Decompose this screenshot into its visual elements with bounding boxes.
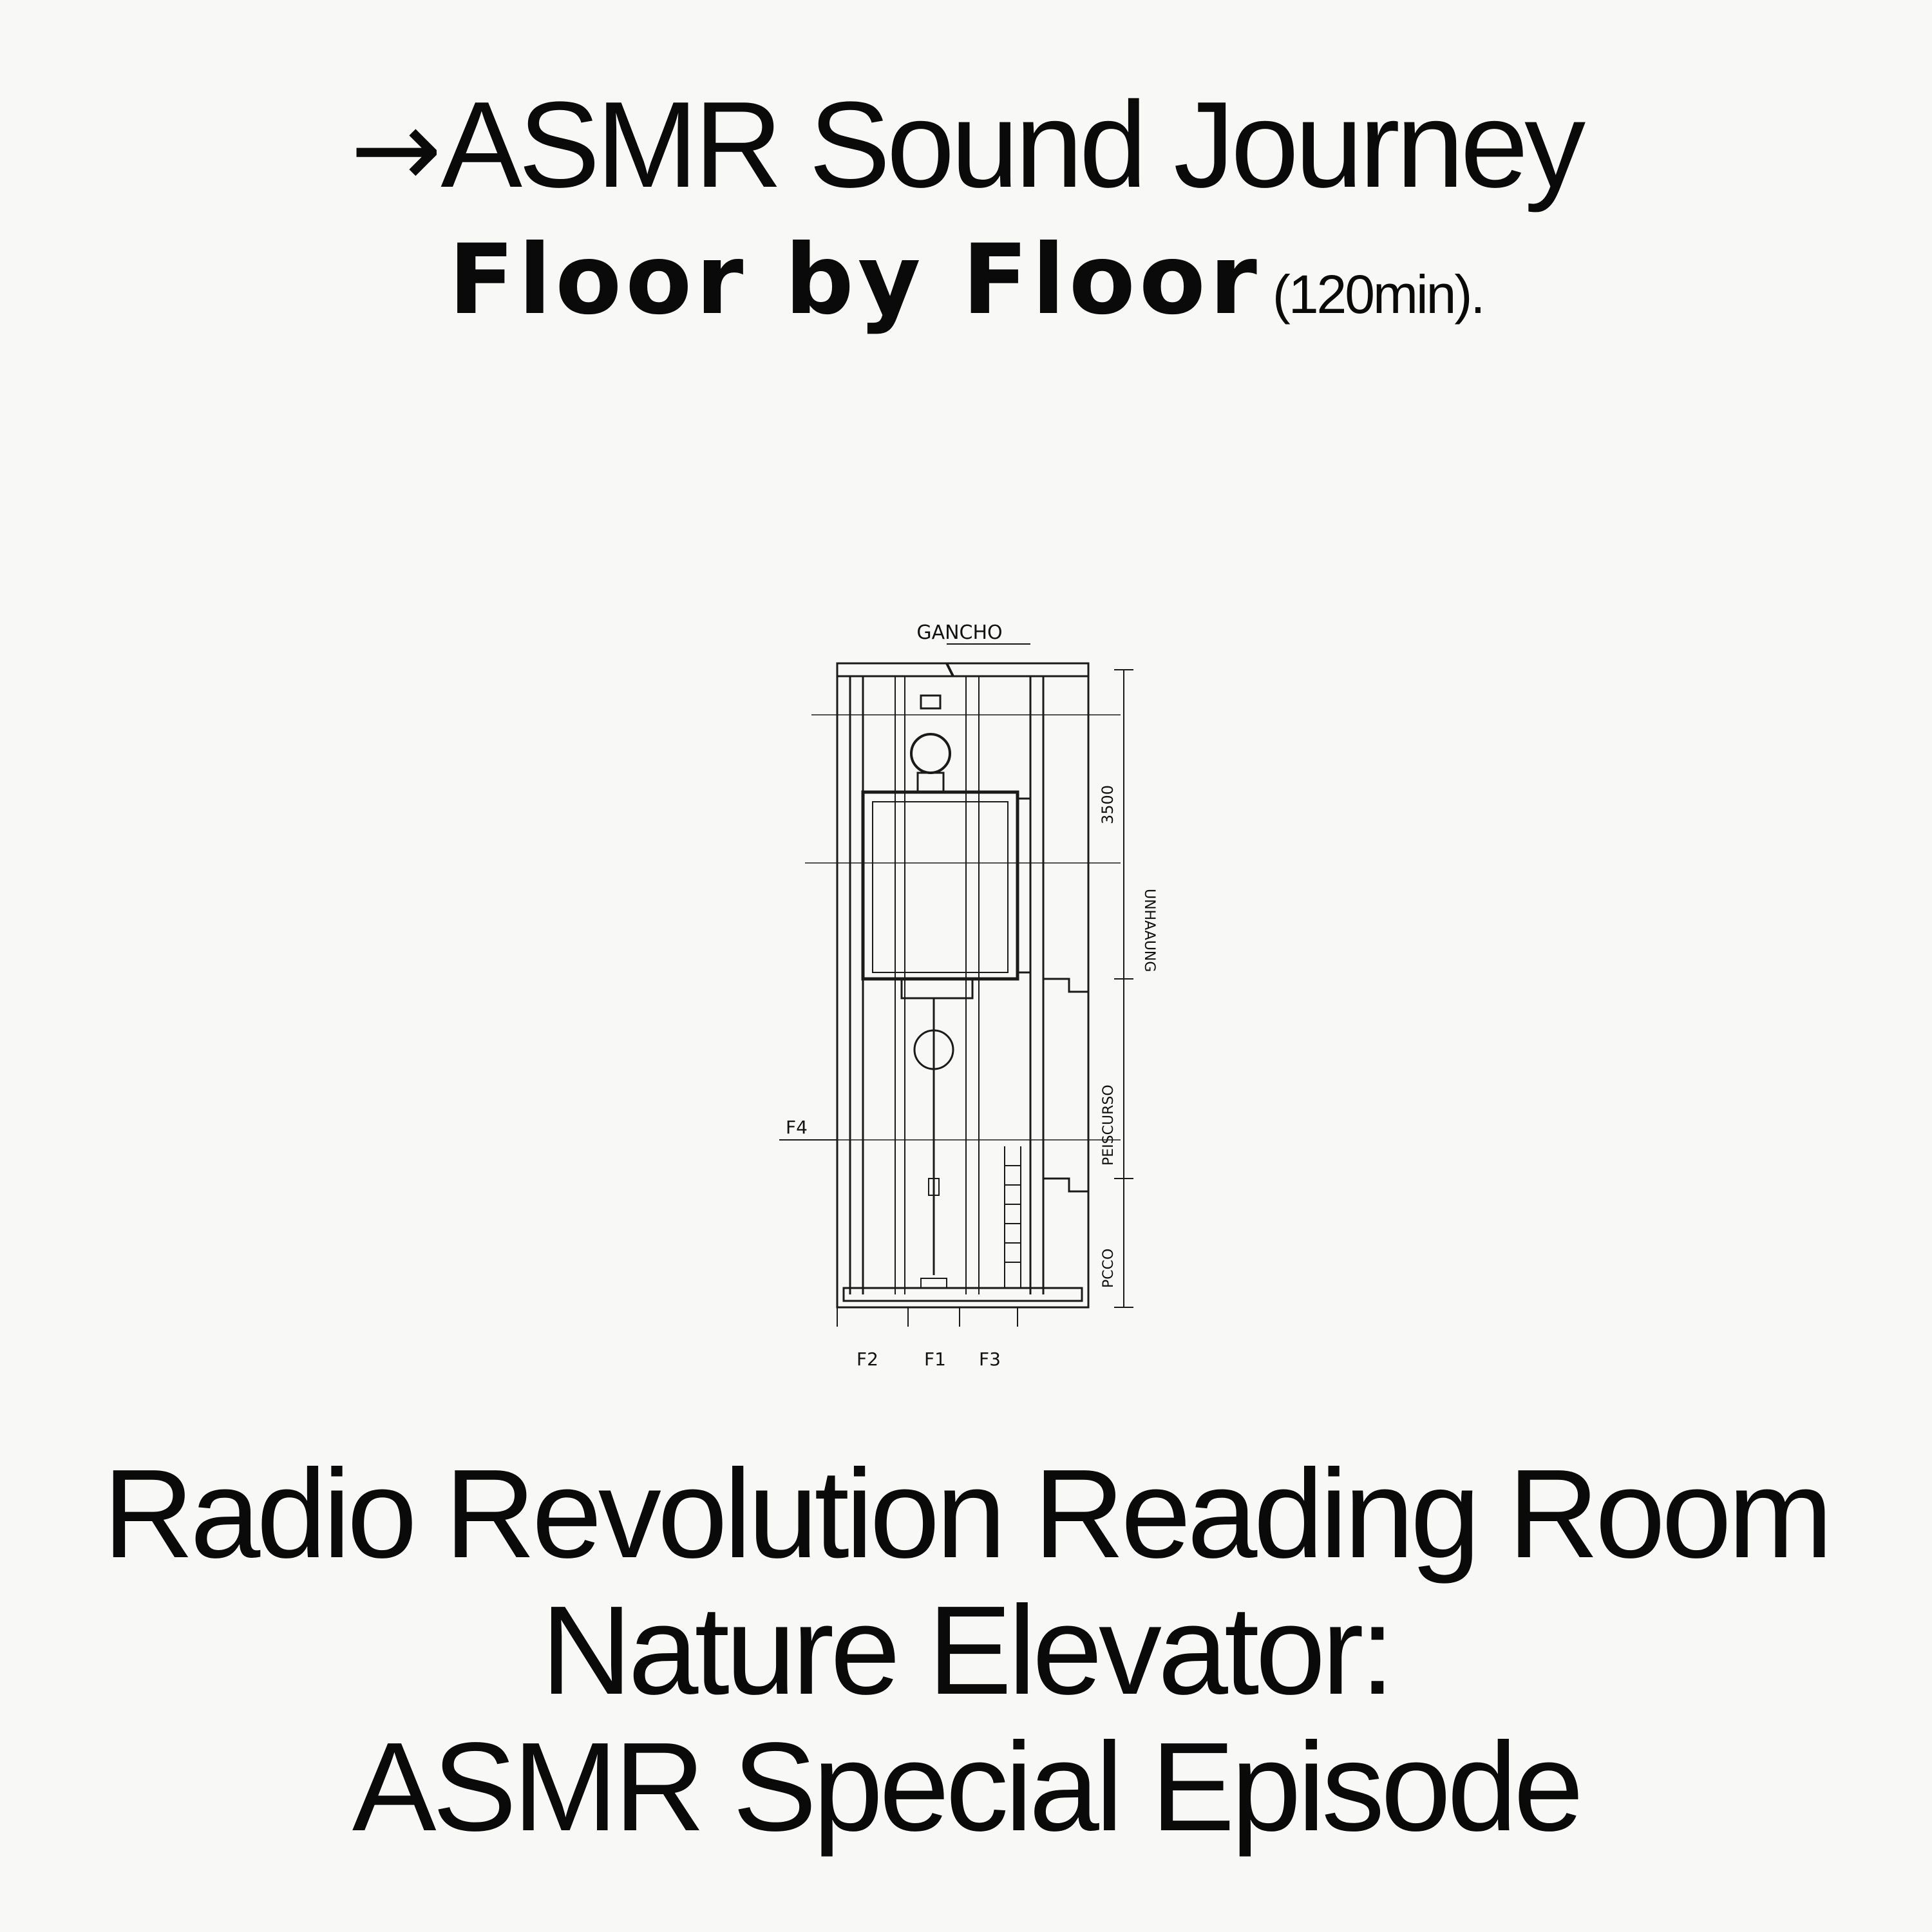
- label-bottom: PCCO: [1101, 1249, 1117, 1288]
- label-mid: PEISCURSO: [1101, 1084, 1117, 1166]
- label-f2: F2: [857, 1349, 878, 1370]
- subtitle: Floor by Floor(120min).: [0, 232, 1932, 328]
- label-f4: F4: [786, 1117, 808, 1138]
- label-f1: F1: [924, 1349, 946, 1370]
- page-title: →ASMR Sound Journey: [0, 84, 1932, 206]
- label-gancho: GANCHO: [916, 621, 1002, 644]
- footer: Radio Revolution Reading Room Nature Ele…: [0, 1446, 1932, 1855]
- elevator-drawing: GANCHO 3500 UNHAAUNG PEISCURSO PCCO F4 F…: [760, 605, 1185, 1378]
- header: →ASMR Sound Journey Floor by Floor(120mi…: [0, 84, 1932, 328]
- elevator-blueprint-illustration: GANCHO 3500 UNHAAUNG PEISCURSO PCCO F4 F…: [779, 621, 1157, 1370]
- label-height: 3500: [1099, 785, 1117, 824]
- footer-line-3: ASMR Special Episode: [352, 1716, 1584, 1857]
- label-f3: F3: [979, 1349, 1001, 1370]
- subtitle-text: Floor by Floor: [448, 224, 1261, 336]
- elevator-cabin: [861, 790, 1019, 981]
- arrow-icon: →: [350, 86, 442, 213]
- duration-text: (120min).: [1272, 264, 1486, 325]
- label-side: UNHAAUNG: [1141, 889, 1157, 972]
- title-text: ASMR Sound Journey: [440, 77, 1586, 213]
- shaft-outline: [836, 662, 1090, 1309]
- pulley: [910, 733, 951, 774]
- footer-line-2: Nature Elevator:: [540, 1580, 1395, 1721]
- footer-line-1: Radio Revolution Reading Room: [102, 1443, 1833, 1584]
